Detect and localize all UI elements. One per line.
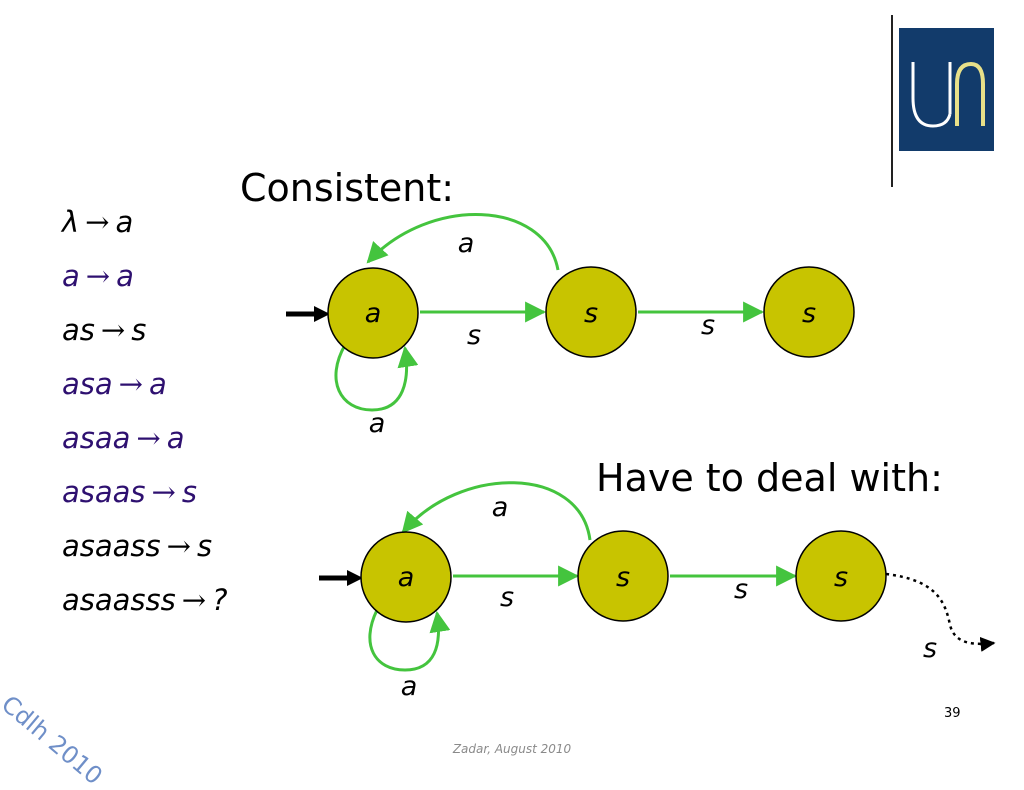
rule-row: asaasss→? xyxy=(62,573,227,627)
rule-word: a xyxy=(62,259,80,293)
diagram1-state-1-label: a xyxy=(365,298,382,329)
diagram1-self-loop-label: a xyxy=(369,408,386,439)
rule-arrow: → xyxy=(100,313,126,347)
diagram1-state-3 xyxy=(763,266,855,358)
rule-row: λ→a xyxy=(62,195,227,249)
logo-mark-icon xyxy=(911,61,985,128)
rule-arrow: → xyxy=(166,529,191,563)
rule-row: asa→a xyxy=(62,357,227,411)
rule-row: asaa→a xyxy=(62,411,227,465)
diagram2-state-2-label: s xyxy=(616,562,630,593)
rule-row: a→a xyxy=(62,249,227,303)
logo-divider xyxy=(891,15,893,187)
rule-word: as xyxy=(62,313,95,347)
diagram2-title: Have to deal with: xyxy=(596,456,943,500)
rule-word: asaa xyxy=(62,421,131,455)
page-number: 39 xyxy=(944,706,961,721)
rule-output: s xyxy=(181,475,197,509)
automata-diagrams: a s s a s s a a s s a s s s a xyxy=(286,213,996,702)
diagram2-edge-1-label: s xyxy=(500,582,514,613)
diagram2-state-3-label: s xyxy=(834,562,848,593)
rule-arrow: → xyxy=(118,367,143,401)
diagram1-back-label: a xyxy=(458,228,475,259)
diagram2-outgoing-edge xyxy=(885,572,996,652)
diagram1-state-1 xyxy=(327,267,419,359)
rule-output: a xyxy=(115,205,134,239)
rule-arrow: → xyxy=(181,583,207,617)
rule-word: asaass xyxy=(62,529,161,563)
diagram2-state-1 xyxy=(360,531,452,623)
diagram2-self-loop-label: a xyxy=(401,671,418,702)
diagram2-state-3 xyxy=(795,530,887,622)
rule-output: a xyxy=(148,367,167,401)
university-logo xyxy=(899,28,994,151)
rule-row: asaass→s xyxy=(62,519,227,573)
rule-output: a xyxy=(166,421,185,455)
rule-word: asaasss xyxy=(62,583,176,617)
footer-text: Zadar, August 2010 xyxy=(452,742,572,756)
rule-row: asaas→s xyxy=(62,465,227,519)
diagram2-outgoing-label: s xyxy=(923,633,937,664)
diagram1-state-2 xyxy=(545,266,637,358)
diagram1-back-edge xyxy=(366,213,560,271)
diagram2-state-2 xyxy=(577,530,669,622)
rule-output: s xyxy=(131,313,147,347)
rule-arrow: → xyxy=(151,475,176,509)
diagram1-state-2-label: s xyxy=(584,298,598,329)
rule-arrow: → xyxy=(136,421,161,455)
diagram2-back-label: a xyxy=(492,492,509,523)
diagram2-edge-2-label: s xyxy=(734,574,748,605)
rule-row: as→s xyxy=(62,303,227,357)
diagram1: a s s a s s a xyxy=(286,213,855,439)
rule-output: a xyxy=(116,259,134,293)
rule-word: asa xyxy=(62,367,113,401)
diagram2: a s s a s s s a xyxy=(319,481,996,702)
diagram2-back-edge xyxy=(401,481,592,541)
rule-output: ? xyxy=(212,583,228,617)
rule-word: asaas xyxy=(62,475,146,509)
rule-arrow: → xyxy=(85,259,111,293)
diagram1-state-3-label: s xyxy=(802,298,816,329)
diagram2-self-loop xyxy=(368,609,451,672)
diagram1-title: Consistent: xyxy=(240,166,455,210)
rule-word: λ xyxy=(62,205,80,239)
diagram1-edge-1-label: s xyxy=(467,320,481,351)
diagram2-state-1-label: a xyxy=(398,562,415,593)
rule-arrow: → xyxy=(85,205,110,239)
rule-output: s xyxy=(196,529,213,563)
diagram1-edge-2-label: s xyxy=(701,310,715,341)
diagram1-self-loop xyxy=(334,344,419,412)
